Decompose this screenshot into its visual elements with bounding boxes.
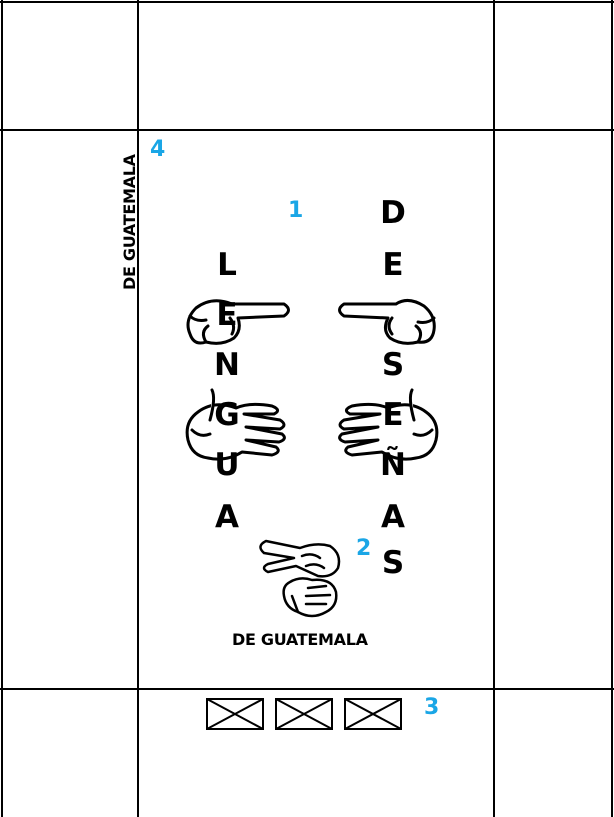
title-letter: E xyxy=(382,247,404,283)
title-letter: E xyxy=(216,297,238,333)
side-caption: DE GUATEMALA xyxy=(120,154,139,290)
victory-hand-icon xyxy=(259,539,341,578)
title-letter: Ñ xyxy=(380,447,406,483)
title-letter: A xyxy=(381,499,405,535)
pointing-hand-left-icon xyxy=(338,299,436,345)
pointing-hand-right-icon xyxy=(186,299,290,345)
title-letter: G xyxy=(214,397,240,433)
label-2: 2 xyxy=(356,536,372,561)
bottom-caption: DE GUATEMALA xyxy=(232,630,368,649)
title-letter: S xyxy=(381,545,405,581)
title-letter: N xyxy=(214,347,240,383)
crossed-box-icon xyxy=(344,698,402,730)
title-letter: L xyxy=(217,247,237,283)
label-4: 4 xyxy=(150,137,166,162)
crossed-box-icon xyxy=(275,698,333,730)
title-letter: E xyxy=(382,397,404,433)
open-hand-left-icon xyxy=(338,388,439,461)
crossed-box-icon xyxy=(206,698,264,730)
title-letter: U xyxy=(214,447,240,483)
title-letter: A xyxy=(215,499,239,535)
open-hand-right-icon xyxy=(185,388,286,461)
fist-hand-icon xyxy=(282,577,338,618)
title-letter: S xyxy=(381,347,405,383)
label-3: 3 xyxy=(424,695,440,720)
title-letter: D xyxy=(380,195,406,231)
label-1: 1 xyxy=(288,198,304,223)
